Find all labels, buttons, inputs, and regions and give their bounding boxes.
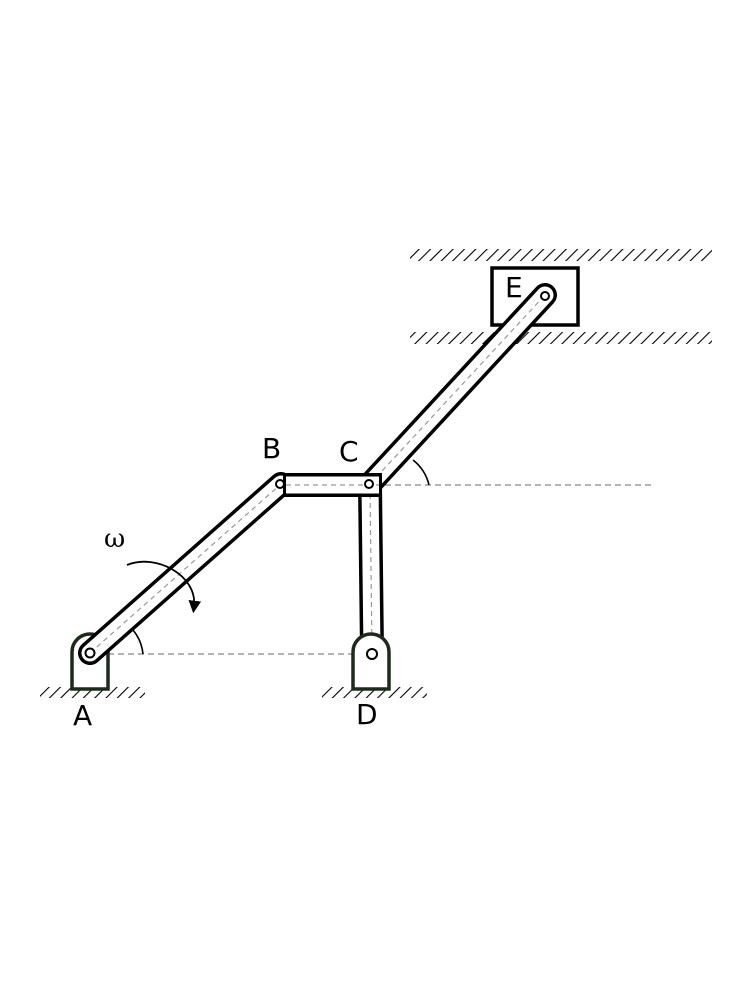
ground-d xyxy=(322,687,427,698)
link-cd xyxy=(358,484,384,653)
label-c: C xyxy=(339,435,359,468)
label-omega: ω xyxy=(104,524,125,554)
link-ce xyxy=(358,283,557,496)
label-d: D xyxy=(356,698,378,731)
ground-a xyxy=(40,687,145,698)
support-d xyxy=(351,632,391,691)
upper-guide-rail xyxy=(410,249,712,261)
angle-arc-a xyxy=(132,629,144,655)
label-a: A xyxy=(73,699,92,732)
crank-ab xyxy=(78,472,293,665)
angle-arc-c xyxy=(412,459,430,486)
label-b: B xyxy=(262,432,281,465)
joint-c xyxy=(364,479,374,489)
joint-a xyxy=(84,647,96,659)
joint-e xyxy=(540,291,550,301)
lower-guide-rail xyxy=(410,332,712,344)
angular-velocity-arrow xyxy=(126,560,202,614)
joint-b xyxy=(275,479,285,489)
label-e: E xyxy=(505,271,523,304)
joint-d xyxy=(366,648,378,660)
